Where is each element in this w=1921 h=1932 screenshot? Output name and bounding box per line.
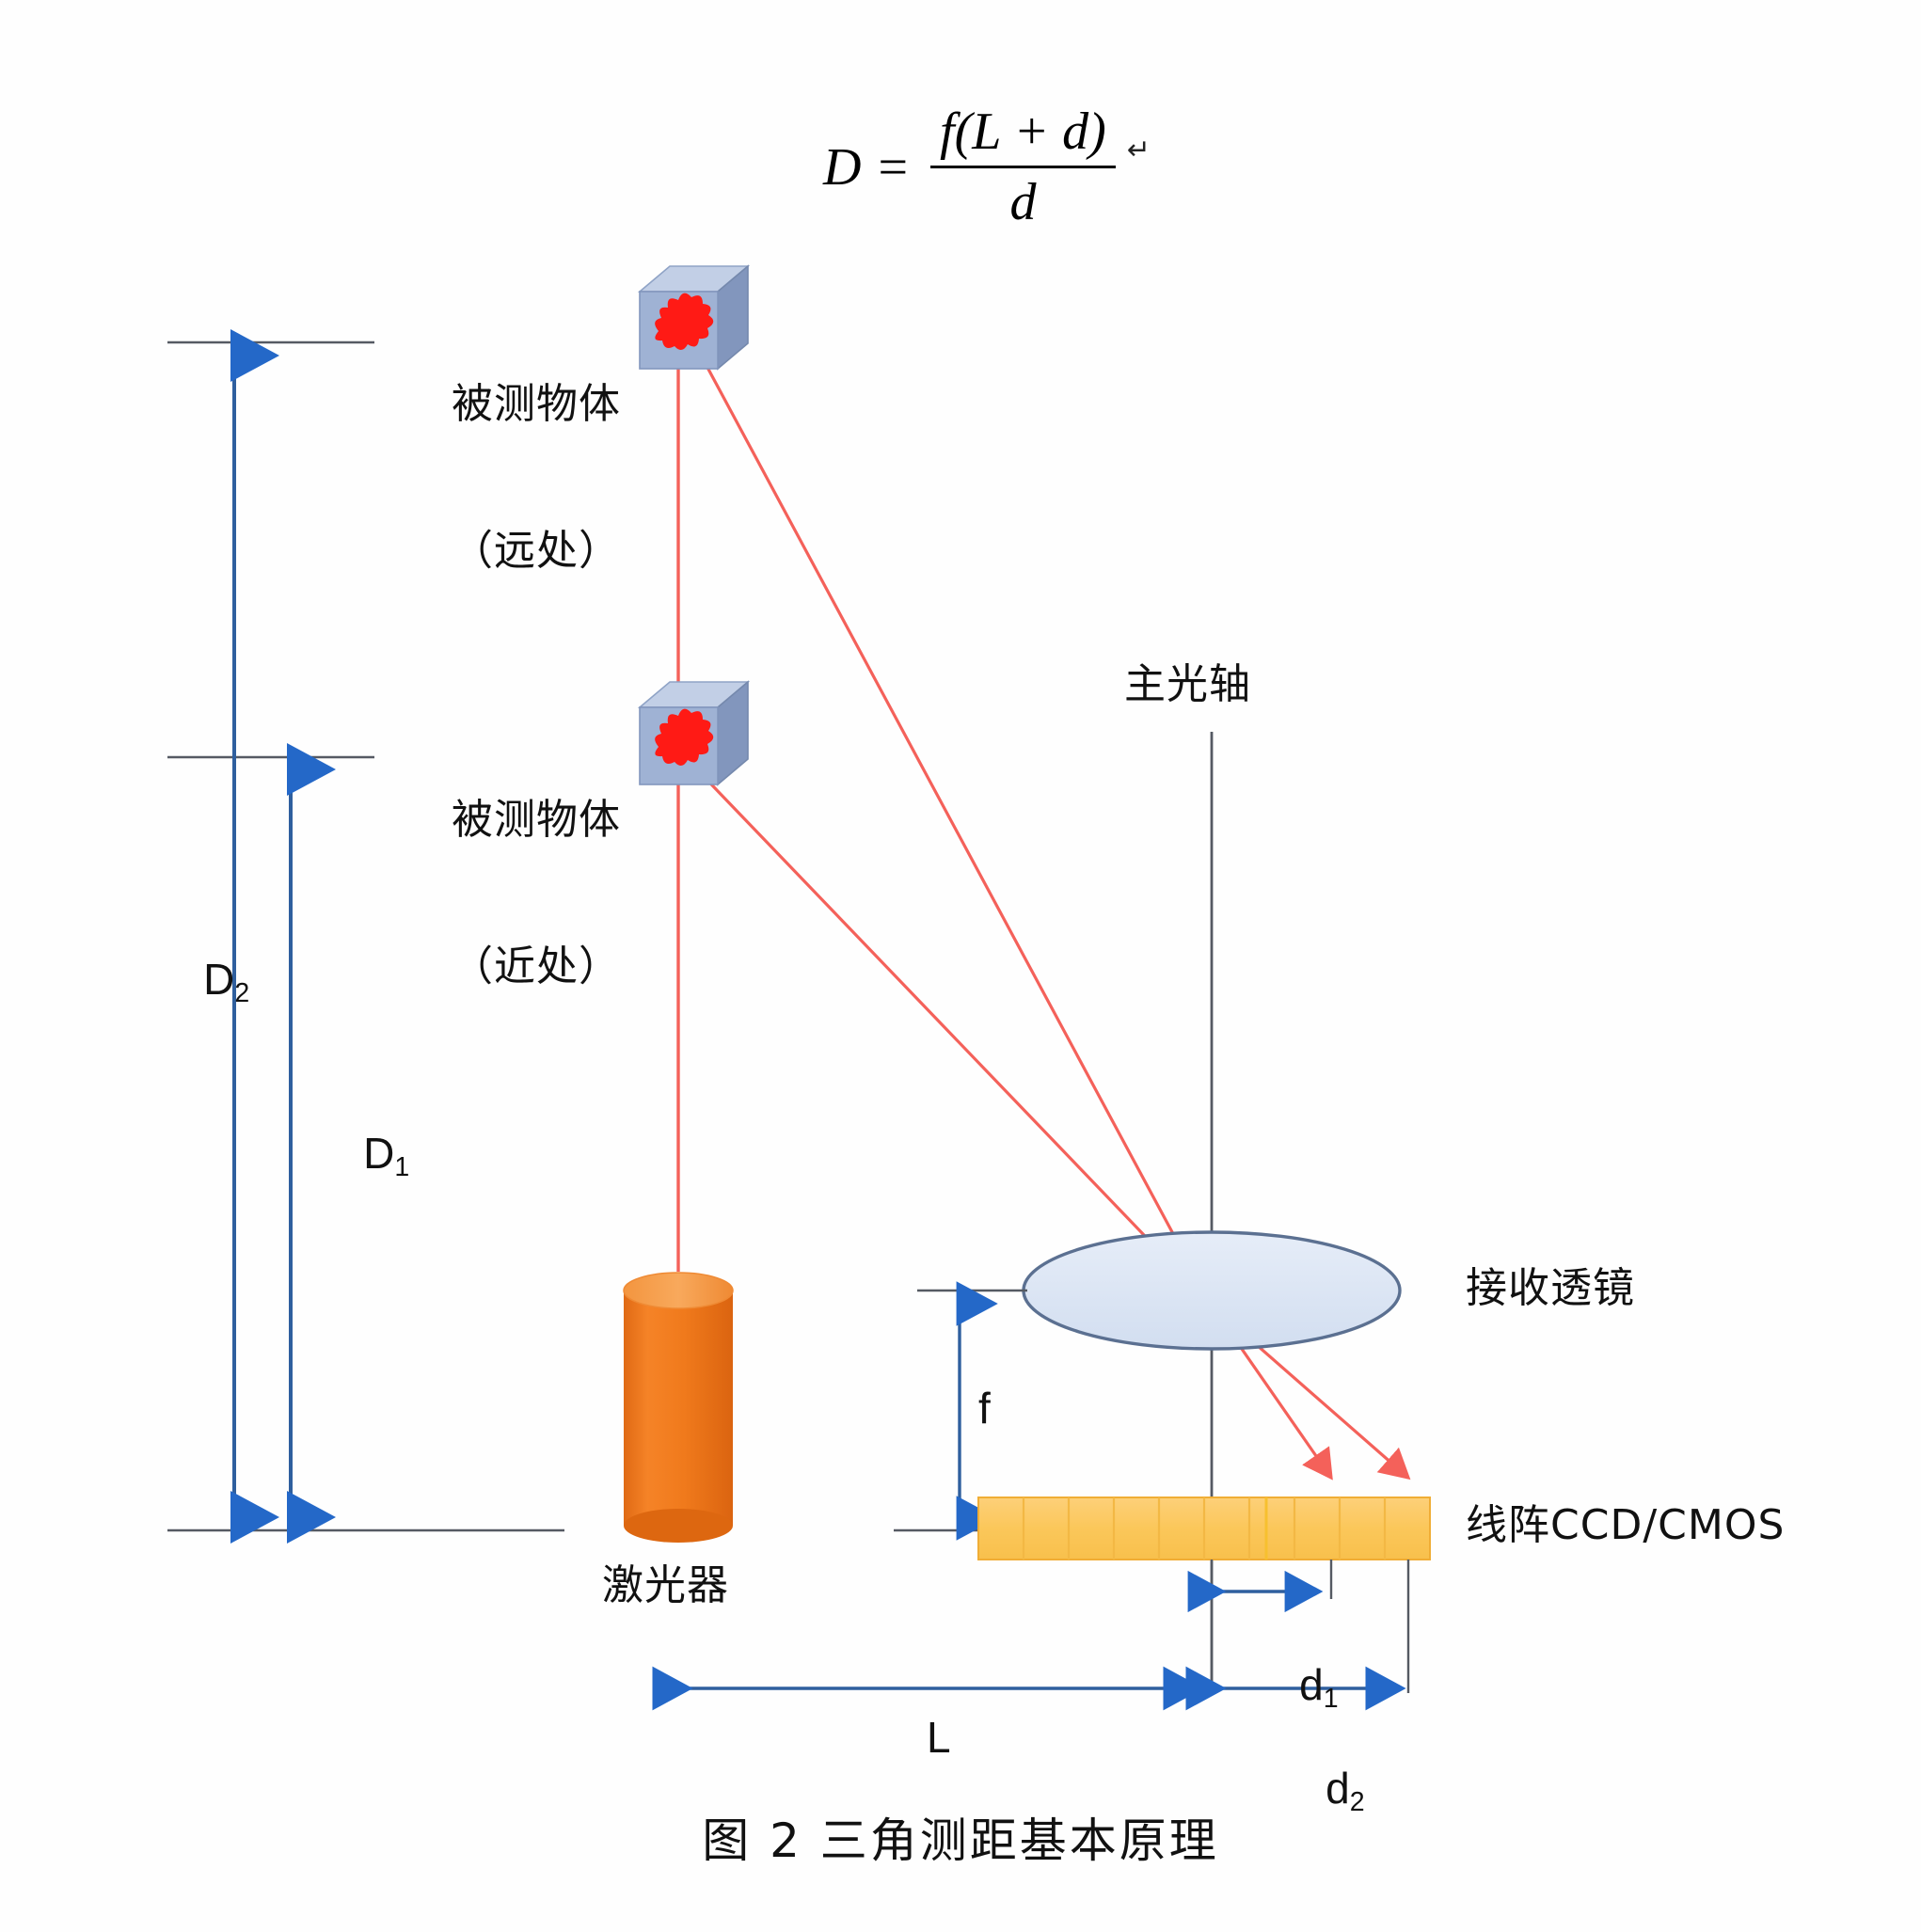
label-D2-sub: 2 [234,978,250,1009]
label-object-near-line2: （近处） [452,942,621,990]
label-object-far-line2: （远处） [452,526,621,575]
formula-fraction-bar [930,166,1116,168]
label-linear-sensor: 线阵CCD/CMOS [1466,1501,1786,1549]
label-object-far-line1: 被测物体 [452,379,621,428]
label-d1-sub: 1 [1323,1684,1339,1715]
formula-denominator: d [1009,173,1037,231]
formula-lhs: D [823,137,862,197]
formula-equals: = [878,137,909,197]
object-cube-far [637,264,751,371]
label-dimension-L: L [927,1713,951,1762]
label-optical-axis: 主光轴 [1124,660,1251,708]
label-D2-base: D [203,955,235,1005]
receiving-lens-shape [1022,1230,1402,1351]
paragraph-mark-icon: ↵ [1126,134,1151,166]
label-d2-sub: 2 [1349,1787,1365,1818]
label-receiving-lens: 接收透镜 [1466,1264,1635,1312]
label-dimension-f: f [978,1384,991,1433]
label-object-near: 被测物体 （近处） [395,698,621,1088]
dimension-f [894,1281,1027,1541]
label-dimension-d1: d1 [1251,1608,1339,1766]
label-object-near-line1: 被测物体 [452,795,621,844]
laser-source-shape [623,1272,734,1543]
label-d2-base: d [1326,1764,1350,1813]
label-laser-source: 激光器 [602,1561,729,1609]
label-D1-sub: 1 [394,1152,410,1183]
label-dimension-D2: D2 [155,903,249,1061]
range-formula: D = f(L + d) d ↵ [823,102,1151,232]
label-d1-base: d [1299,1660,1324,1710]
label-dimension-D1: D1 [315,1077,409,1235]
figure-caption: 图 2 三角测距基本原理 [702,1813,1219,1868]
label-dimension-d2: d2 [1278,1712,1365,1870]
object-cube-near [637,680,751,786]
label-object-far: 被测物体 （远处） [395,282,621,673]
label-D1-base: D [363,1129,395,1179]
formula-numerator: f(L + d) [940,103,1106,161]
linear-sensor-bar [977,1497,1431,1560]
formula-fraction: f(L + d) d [930,102,1116,232]
